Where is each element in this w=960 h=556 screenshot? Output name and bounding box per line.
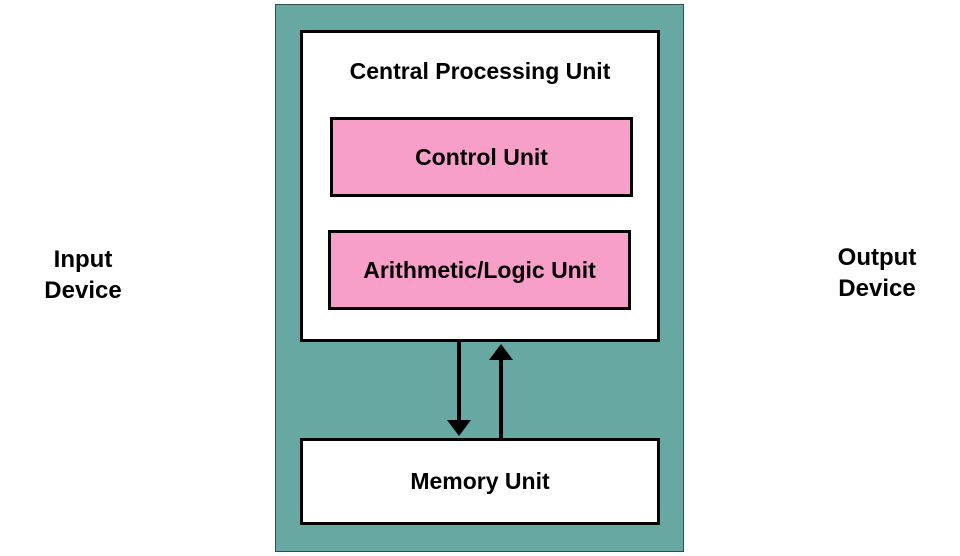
cpu-title: Central Processing Unit bbox=[349, 58, 611, 84]
input-device-line2: Device bbox=[44, 277, 122, 304]
control-unit-label: Control Unit bbox=[415, 143, 548, 170]
memory-unit-label: Memory Unit bbox=[410, 468, 550, 494]
input-device-label: Input Device bbox=[22, 244, 144, 306]
input-device-line1: Input bbox=[53, 246, 113, 273]
control-unit-box: Control Unit bbox=[330, 117, 633, 197]
cpu-to-memory-arrow bbox=[447, 342, 471, 436]
output-device-line1: Output bbox=[837, 244, 917, 271]
memory-to-cpu-arrow bbox=[489, 344, 513, 438]
memory-unit-box: Memory Unit bbox=[300, 438, 660, 525]
output-device-label: Output Device bbox=[816, 242, 938, 304]
alu-label: Arithmetic/Logic Unit bbox=[363, 256, 596, 283]
alu-box: Arithmetic/Logic Unit bbox=[328, 230, 631, 310]
output-device-line2: Device bbox=[838, 275, 916, 302]
